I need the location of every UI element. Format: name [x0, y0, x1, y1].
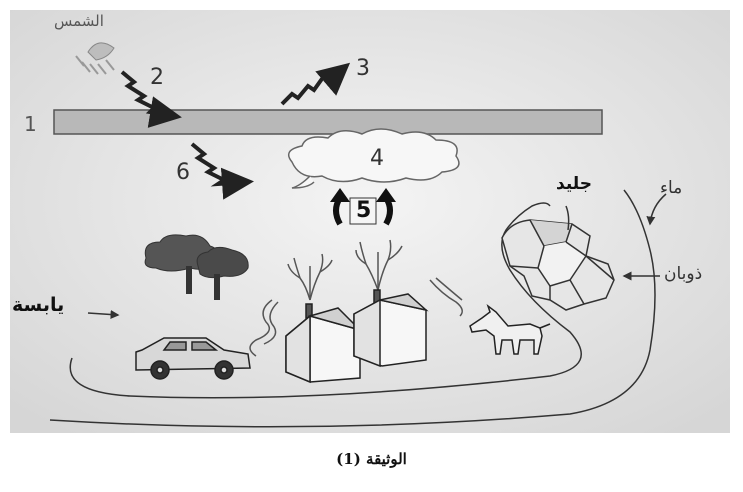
label-6: 6 [176, 160, 190, 185]
label-5: 5 [356, 198, 372, 223]
water-pointer-arrow [646, 193, 667, 226]
label-1: 1 [24, 112, 37, 136]
label-melting: ذوبان [664, 264, 703, 284]
evaporation-arrows [330, 188, 396, 226]
reflected-radiation-arrow [190, 142, 254, 200]
label-sun: الشمس [54, 12, 104, 30]
diagram-canvas [10, 10, 730, 433]
outgoing-radiation-arrow [280, 62, 351, 106]
cloud-icon [287, 128, 460, 183]
figure-caption: الوثيقة (1) [336, 450, 407, 468]
land-boundary [69, 202, 582, 399]
label-2: 2 [150, 65, 164, 90]
land-pointer-arrow [87, 310, 120, 319]
diagram-figure: الشمس 1 2 3 4 5 6 يابسة جليد ماء ذوبان [10, 10, 730, 433]
label-ice: جليد [556, 174, 592, 194]
label-4: 4 [370, 146, 384, 171]
label-3: 3 [356, 56, 370, 81]
house-icon [285, 289, 429, 384]
label-land: يابسة [12, 294, 65, 316]
atmosphere-bar [53, 109, 603, 135]
ice-pointer-line [565, 205, 570, 231]
incoming-radiation-arrow [120, 70, 182, 128]
ice-block-icon [501, 219, 615, 311]
animal-icon [469, 303, 551, 355]
heat-lines [249, 277, 463, 357]
water-boundary [49, 189, 656, 428]
label-water: ماء [660, 178, 683, 198]
car-icon [135, 337, 251, 380]
sun-icon [75, 42, 115, 75]
smoke-icon [287, 239, 403, 301]
tree-icon [144, 234, 249, 300]
